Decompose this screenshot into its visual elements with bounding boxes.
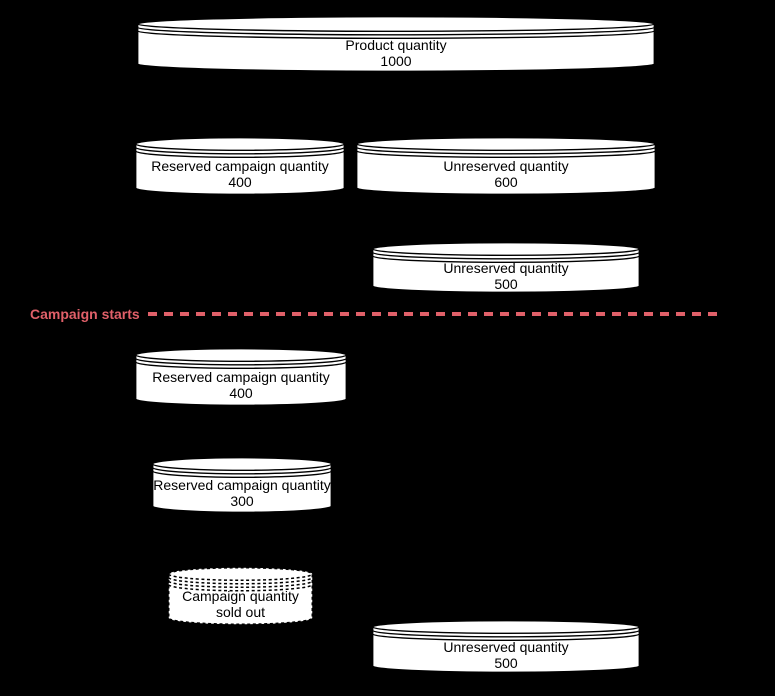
database-cylinder-dashed-icon <box>168 567 313 625</box>
database-cylinder-icon <box>152 457 332 513</box>
campaign-start-dashed-line <box>147 312 718 316</box>
cylinder-campaign-sold-out: Campaign quantity sold out <box>168 567 313 625</box>
cylinder-unreserved-600: Unreserved quantity 600 <box>356 137 656 195</box>
campaign-start-marker: Campaign starts <box>30 305 718 323</box>
campaign-start-label: Campaign starts <box>30 306 140 322</box>
cylinder-unreserved-500-final: Unreserved quantity 500 <box>372 620 640 673</box>
cylinder-product-quantity: Product quantity 1000 <box>137 16 655 72</box>
database-cylinder-icon <box>135 348 347 406</box>
cylinder-reserved-400-after: Reserved campaign quantity 400 <box>135 348 347 406</box>
cylinder-reserved-300: Reserved campaign quantity 300 <box>152 457 332 513</box>
cylinder-reserved-400-before: Reserved campaign quantity 400 <box>135 137 345 195</box>
cylinder-unreserved-500-before: Unreserved quantity 500 <box>372 242 640 293</box>
database-cylinder-icon <box>372 620 640 673</box>
database-cylinder-icon <box>137 16 655 72</box>
database-cylinder-icon <box>372 242 640 293</box>
database-cylinder-icon <box>135 137 345 195</box>
database-cylinder-icon <box>356 137 656 195</box>
